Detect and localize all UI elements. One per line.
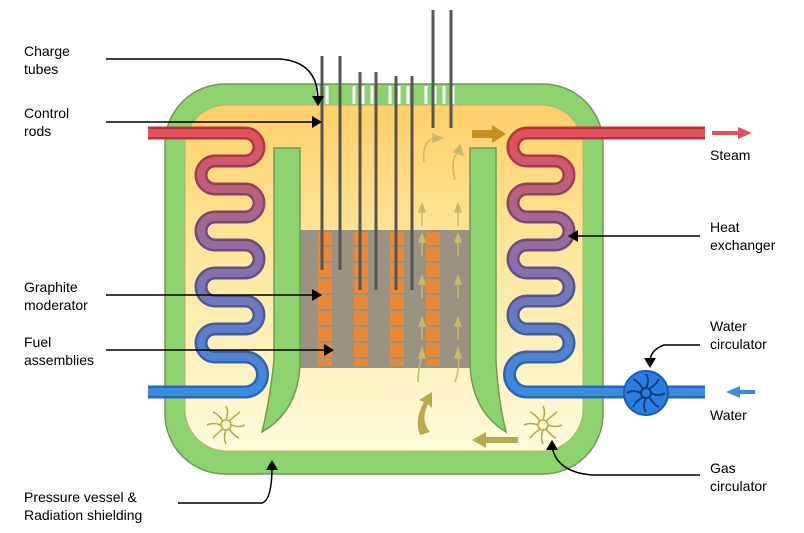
water-circulator-icon: [623, 370, 669, 416]
label-water: Water: [710, 407, 747, 423]
leader-lines: [106, 58, 700, 504]
gas-circulator-icon-right: [523, 405, 563, 445]
label-heat-exchanger: Heat exchanger: [710, 219, 776, 253]
label-gas-circulator: Gas circulator: [710, 460, 767, 494]
charge-tube-openings: [316, 86, 455, 104]
return-gas-arrows: [417, 392, 518, 448]
label-charge-tubes: Charge tubes: [24, 43, 70, 77]
control-rods: [320, 10, 453, 290]
label-control-rods: Control rods: [24, 105, 70, 139]
label-pressure-vessel: Pressure vessel & Radiation shielding: [24, 489, 143, 523]
gas-circulator-icon: [206, 405, 246, 445]
left-gas-baffle: [260, 147, 301, 434]
label-steam: Steam: [710, 147, 751, 163]
label-fuel-assemblies: Fuel assemblies: [24, 334, 95, 368]
right-gas-baffle: [469, 147, 508, 434]
water-arrow-icon: [726, 386, 755, 398]
leader-arrowheads: [266, 96, 656, 470]
hot-gas-out-arrow: [472, 125, 506, 143]
fuel-segments: [318, 245, 440, 359]
gas-flow-arrows: [417, 132, 465, 383]
right-heat-exchanger: [505, 129, 705, 396]
label-water-circulator: Water circulator: [710, 318, 767, 352]
steam-arrow-icon: [712, 127, 752, 139]
left-heat-exchanger: [148, 129, 267, 396]
label-graphite-moderator: Graphite moderator: [24, 279, 88, 313]
